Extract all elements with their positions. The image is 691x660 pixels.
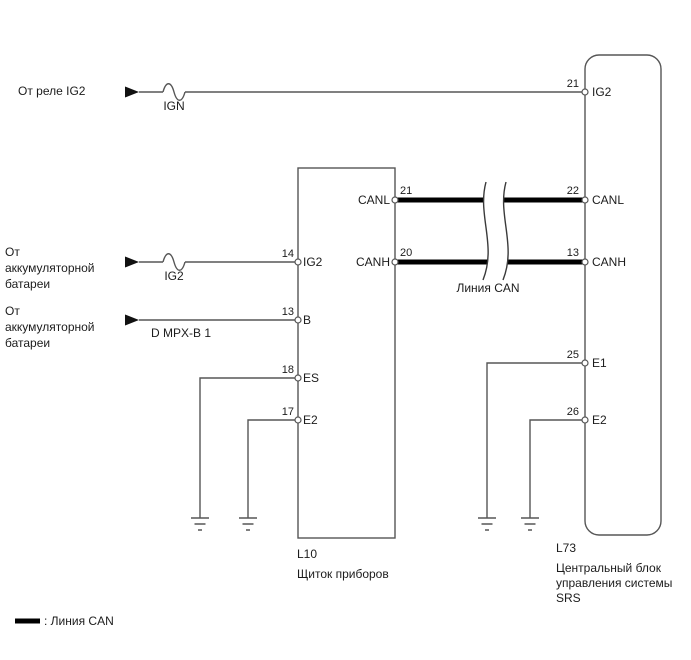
l10-pin-num-canl: 21 (400, 185, 413, 197)
source-label-battery-1-line1: От (5, 245, 20, 259)
l73-box (584, 54, 662, 536)
source-label-battery-2-line3: батареи (5, 336, 51, 350)
l73-pin-label-canl: CANL (592, 193, 625, 207)
wire-e2-l10-ground (247, 419, 298, 518)
l73-name-line1: Центральный блок (556, 561, 661, 575)
l10-pin-num-canh: 20 (400, 247, 413, 259)
l10-pin-label-canh: CANH (355, 255, 390, 269)
pin-circle (581, 416, 589, 424)
pin-terminals (294, 88, 589, 424)
source-label-battery-1: От аккумуляторной батареи (5, 244, 95, 292)
l10-pin-label-b: B (303, 313, 312, 327)
fuse-ign-icon (162, 83, 186, 101)
l73-name-line3: SRS (556, 591, 581, 605)
l73-pin-num-canh: 13 (566, 247, 579, 259)
source-label-battery-2-line2: аккумуляторной (5, 320, 95, 334)
l10-name: Щиток приборов (297, 567, 389, 581)
pin-circle (581, 196, 589, 204)
source-arrows (125, 86, 139, 326)
ground-icon (478, 517, 496, 531)
pin-circle (391, 196, 399, 204)
wire-e1-l73-ground (486, 362, 585, 518)
ground-icon (239, 517, 257, 531)
wires (139, 83, 585, 531)
l10-pin-label-e2: E2 (303, 413, 318, 427)
l10-pin-num-es: 18 (281, 364, 294, 376)
l10-pin-label-ig2: IG2 (303, 255, 323, 269)
l73-pin-label-e2: E2 (592, 413, 607, 427)
fuse-label-ig2: IG2 (164, 269, 184, 283)
l10-pin-num-ig2: 14 (281, 248, 294, 260)
l73-pin-num-ig2: 21 (566, 78, 579, 90)
wire-es-ground (199, 377, 298, 518)
l73-pin-label-e1: E1 (592, 356, 607, 370)
l73-name-line2: управления системы (556, 576, 673, 590)
ground-icon (521, 517, 539, 531)
fuse-label-ign: IGN (163, 99, 185, 113)
l73-pin-label-ig2: IG2 (592, 85, 612, 99)
cable-break-icon (482, 181, 509, 281)
pin-circle (294, 316, 302, 324)
source-label-battery-2: От аккумуляторной батареи (5, 303, 95, 351)
pin-circle (294, 416, 302, 424)
source-label-battery-1-line3: батареи (5, 277, 51, 291)
l10-pin-num-e2: 17 (281, 406, 294, 418)
pin-circle (391, 258, 399, 266)
legend-can-label: : Линия CAN (44, 614, 114, 628)
break-mask (483, 182, 509, 280)
pin-circle (581, 258, 589, 266)
source-label-battery-2-line1: От (5, 304, 20, 318)
fuse-ig2-icon (162, 253, 186, 271)
l73-id: L73 (556, 541, 577, 555)
pin-circle (581, 88, 589, 96)
l10-pin-num-b: 13 (281, 306, 294, 318)
arrow-icon (125, 256, 139, 268)
pin-circle (581, 359, 589, 367)
l73-pin-num-e1: 25 (566, 349, 579, 361)
l73-name: Центральный блок управления системы SRS (556, 561, 672, 606)
l10-pin-label-es: ES (303, 371, 320, 385)
wire-e2-l73-ground (529, 419, 585, 518)
l73-pin-num-canl: 22 (566, 185, 579, 197)
l73-pin-num-e2: 26 (566, 406, 579, 418)
source-label-battery-1-line2: аккумуляторной (5, 261, 95, 275)
source-label-ig2-relay: От реле IG2 (18, 84, 86, 98)
ground-icon (191, 517, 209, 531)
arrow-icon (125, 314, 139, 326)
pin-circle (294, 374, 302, 382)
arrow-icon (125, 86, 139, 98)
pin-circle (294, 258, 302, 266)
l10-pin-label-canl: CANL (357, 193, 390, 207)
l10-box (297, 167, 396, 539)
l10-id: L10 (297, 547, 318, 561)
wire-label-can: Линия CAN (456, 281, 520, 295)
wire-label-mpx: D MPX-B 1 (151, 326, 212, 340)
l73-pin-label-canh: CANH (592, 255, 627, 269)
